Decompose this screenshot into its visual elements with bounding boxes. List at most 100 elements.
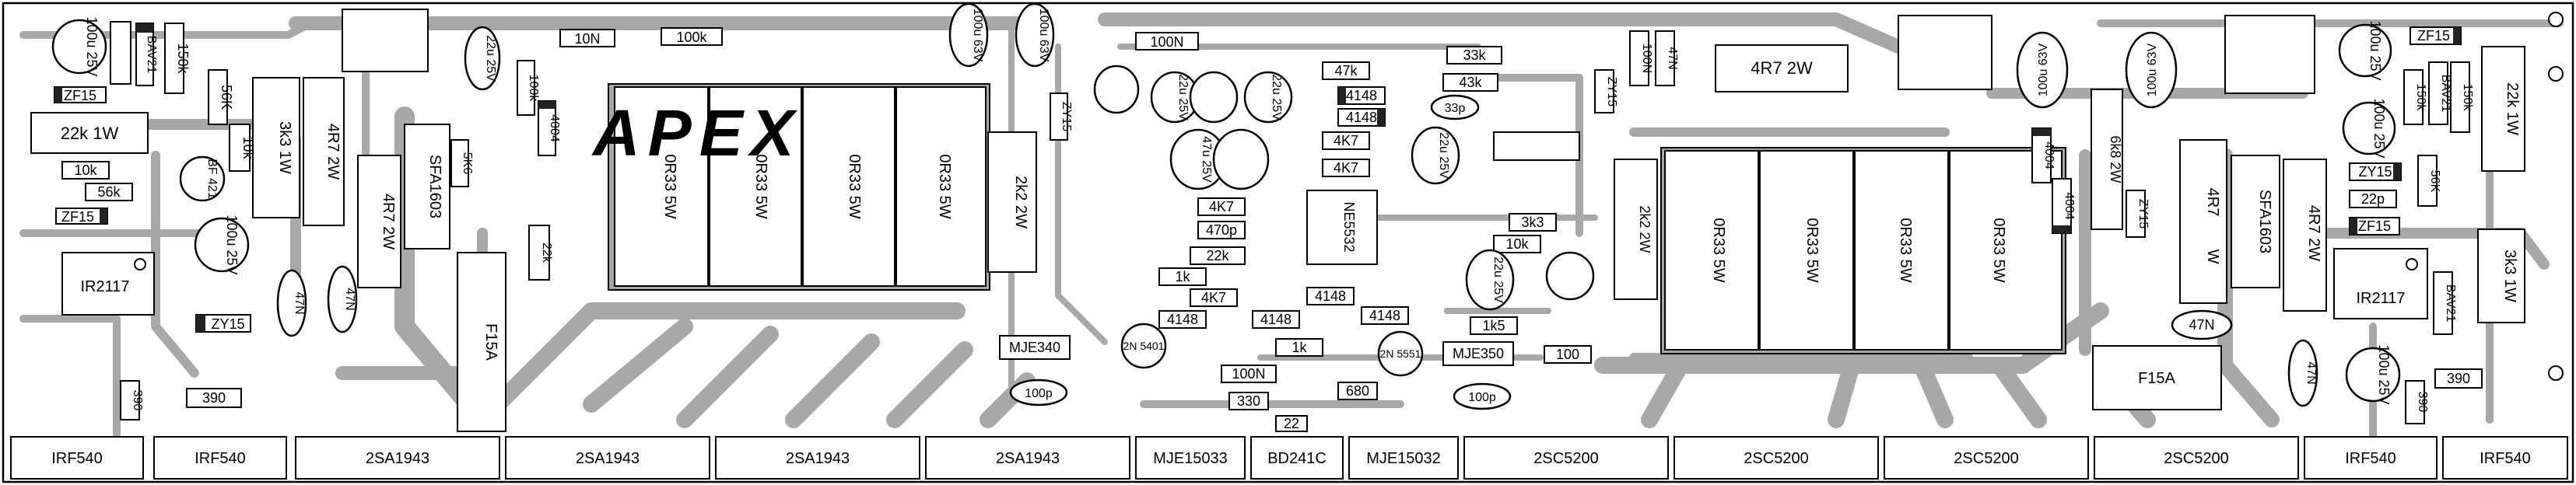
resistor (1544, 345, 1592, 364)
power-resistor-label: 0R33 5W (846, 154, 863, 218)
svg-text:390: 390 (131, 390, 144, 411)
svg-text:BF 421: BF 421 (205, 159, 219, 199)
diode (2031, 127, 2052, 183)
connector-block (1898, 15, 1992, 90)
svg-text:2N 5551: 2N 5551 (1380, 347, 1421, 360)
svg-text:IR2117: IR2117 (2356, 290, 2405, 307)
connector-label: BD241C (1267, 450, 1327, 467)
power-resistor-label: 0R33 5W (1897, 218, 1914, 282)
svg-text:43k: 43k (1459, 75, 1482, 90)
svg-text:100k: 100k (676, 30, 707, 45)
diode (1306, 287, 1355, 305)
svg-text:47N: 47N (293, 291, 306, 314)
connector-label: 2SA1943 (786, 450, 850, 467)
transistor (1377, 330, 1424, 377)
power-resistor-label: 0R33 5W (752, 154, 769, 218)
diode (2126, 190, 2146, 238)
svg-text:22k 1W: 22k 1W (61, 124, 119, 143)
transistor (1442, 341, 1514, 366)
svg-text:ZF15: ZF15 (2358, 218, 2391, 234)
svg-text:4148: 4148 (1346, 110, 1377, 125)
resistor (1197, 197, 1246, 216)
svg-text:4148: 4148 (1369, 308, 1400, 323)
svg-text:2k2 2W: 2k2 2W (1637, 205, 1652, 253)
svg-text:4148: 4148 (1167, 312, 1198, 327)
svg-text:100p: 100p (1025, 387, 1053, 400)
resistor (1493, 235, 1541, 253)
electrolytic-capacitor (2345, 347, 2401, 403)
diode (2231, 155, 2280, 288)
svg-text:22u 25V: 22u 25V (484, 35, 497, 82)
electrolytic-capacitor (1189, 71, 1239, 124)
electrolytic-capacitor (1015, 2, 1055, 68)
diode (1050, 92, 1068, 141)
svg-text:680: 680 (1346, 383, 1369, 399)
svg-text:100N: 100N (1232, 366, 1265, 382)
diode (1252, 310, 1300, 329)
connector-block (2224, 15, 2315, 94)
resistor (661, 27, 723, 46)
resistor (2450, 61, 2470, 133)
ic-chip (1306, 190, 1378, 265)
svg-text:22k: 22k (1206, 248, 1229, 263)
svg-text:IR2117: IR2117 (80, 278, 129, 295)
connector-label: 2SC5200 (1533, 450, 1598, 467)
electrolytic-capacitor (1411, 126, 1460, 185)
svg-text:390: 390 (2416, 392, 2429, 413)
connector-label: MJE15032 (1366, 450, 1441, 467)
svg-text:4148: 4148 (1315, 288, 1346, 304)
electrolytic-capacitor (2342, 101, 2396, 155)
svg-text:4R7 2W: 4R7 2W (324, 124, 342, 180)
svg-text:22u 25V: 22u 25V (1176, 74, 1190, 120)
svg-text:56k: 56k (97, 184, 121, 200)
resistor (2179, 139, 2227, 304)
bottom-connectors: IRF540 IRF540 2SA1943 2SA1943 2SA1943 2S… (10, 436, 2568, 480)
resistor (1275, 415, 1308, 432)
resistor (1322, 131, 1370, 150)
resistor (1509, 213, 1557, 232)
svg-text:100u 63V: 100u 63V (2037, 43, 2050, 96)
svg-text:10k: 10k (1505, 236, 1529, 252)
svg-text:56K: 56K (2428, 170, 2441, 193)
power-resistor-label: 0R33 5W (936, 154, 953, 218)
svg-text:1k: 1k (1175, 269, 1190, 284)
connector-label: 2SA1943 (576, 450, 640, 467)
svg-text:ZF15: ZF15 (2417, 28, 2450, 44)
capacitor (1221, 365, 1277, 383)
capacitor (1197, 221, 1246, 239)
svg-text:3k3: 3k3 (1521, 215, 1544, 230)
svg-text:SFA1603: SFA1603 (426, 155, 443, 218)
svg-text:100u 63V: 100u 63V (2146, 43, 2159, 96)
svg-text:4R7 2W: 4R7 2W (2305, 205, 2322, 261)
resistor (2417, 155, 2438, 207)
svg-text:2N 5401: 2N 5401 (1123, 340, 1165, 352)
svg-text:ZY15: ZY15 (2358, 164, 2392, 180)
capacitor (559, 29, 615, 47)
resistor (2283, 159, 2327, 312)
svg-text:100k: 100k (527, 75, 540, 103)
svg-text:100u 63V: 100u 63V (971, 9, 984, 62)
connector-label: IRF540 (51, 450, 103, 467)
electrolytic-capacitor (194, 217, 250, 273)
resistor (1190, 288, 1238, 307)
svg-text:47N: 47N (2304, 361, 2318, 384)
svg-text:100u 25V: 100u 25V (84, 16, 100, 76)
electrolytic-capacitor (2338, 23, 2392, 78)
resistor (186, 388, 242, 408)
svg-text:10N: 10N (574, 31, 600, 47)
svg-text:100: 100 (1556, 347, 1579, 362)
diode (2428, 61, 2448, 125)
resistor (61, 161, 110, 180)
resistor (229, 124, 251, 172)
resistor (252, 77, 300, 218)
svg-text:470p: 470p (1206, 222, 1237, 238)
resistor (1470, 316, 1518, 335)
svg-text:22k 1W: 22k 1W (2504, 82, 2521, 135)
svg-text:56K: 56K (219, 85, 234, 110)
svg-text:47k: 47k (1334, 63, 1358, 79)
connector-block (342, 9, 429, 72)
svg-text:22u 25V: 22u 25V (1491, 256, 1505, 303)
svg-text:33p: 33p (1445, 102, 1466, 115)
resistor (2405, 380, 2425, 424)
